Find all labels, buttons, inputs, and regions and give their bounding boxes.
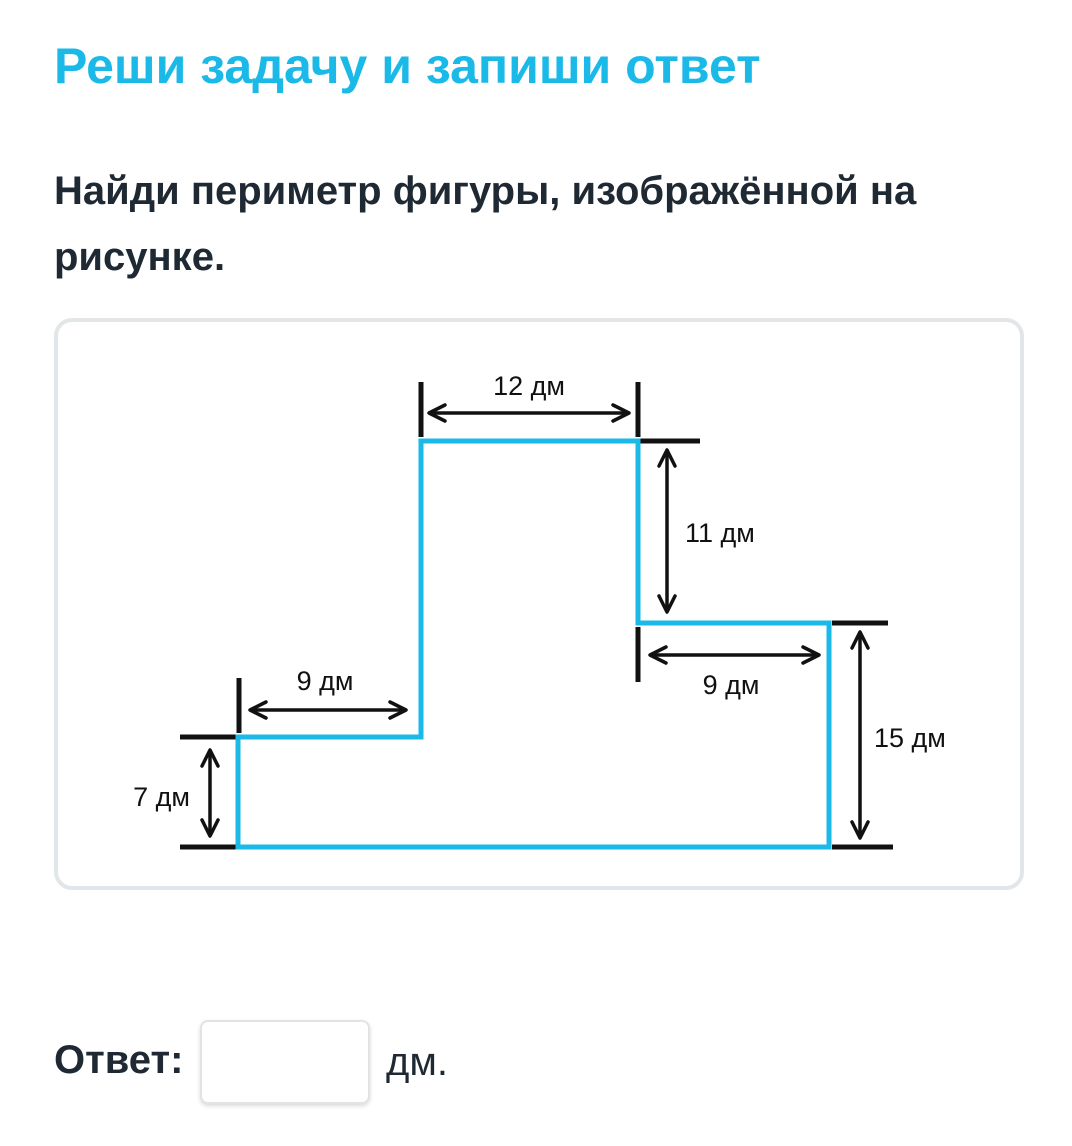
dimension-arrows	[200, 403, 870, 840]
extension-lines	[180, 382, 893, 850]
figure-outline	[235, 438, 832, 850]
label-left-step: 9 дм	[297, 666, 354, 696]
task-text: Найди периметр фигуры, изображённой на р…	[54, 169, 917, 279]
label-right-step: 9 дм	[703, 670, 760, 700]
figure-drawing: 12 дм 11 дм 9 дм 15 дм 9 дм 7 дм	[133, 371, 946, 850]
label-right-full: 15 дм	[874, 723, 946, 753]
answer-input[interactable]	[200, 1020, 370, 1104]
figure-card: 12 дм 11 дм 9 дм 15 дм 9 дм 7 дм	[54, 318, 1024, 890]
answer-unit: дм.	[386, 1040, 448, 1084]
answer-label: Ответ:	[54, 1038, 184, 1082]
label-left-height: 7 дм	[133, 782, 190, 812]
label-right-upper: 11 дм	[685, 518, 755, 548]
task-title: Реши задачу и запиши ответ	[54, 38, 761, 94]
label-top: 12 дм	[493, 371, 565, 401]
